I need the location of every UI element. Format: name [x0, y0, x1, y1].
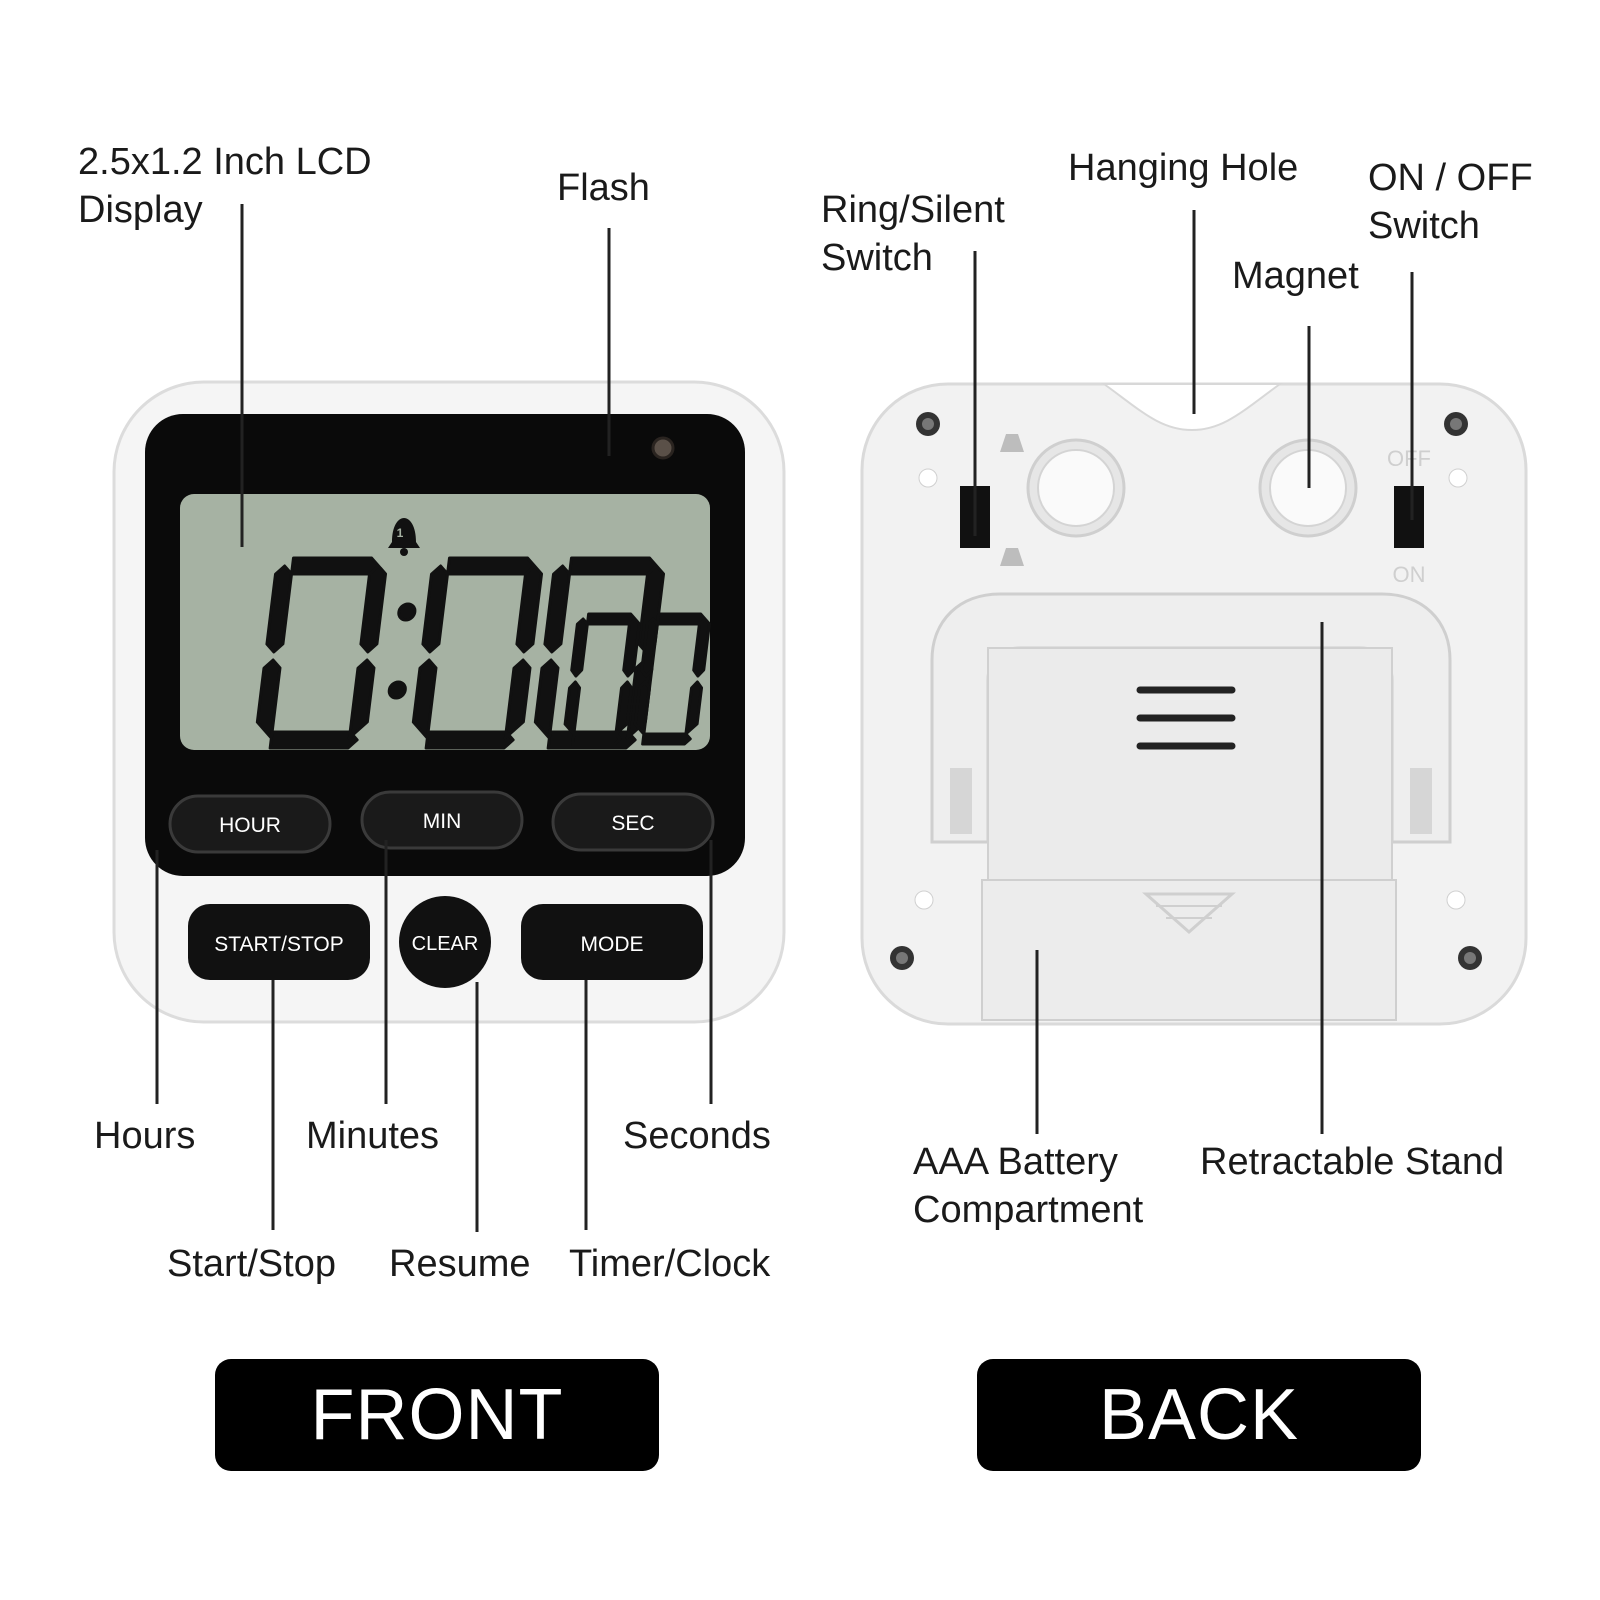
clear-button[interactable]: CLEAR: [399, 896, 491, 988]
svg-text:MIN: MIN: [423, 810, 462, 833]
svg-text:MODE: MODE: [581, 933, 644, 956]
battery-compartment[interactable]: [981, 879, 1397, 1021]
svg-text:CLEAR: CLEAR: [412, 933, 479, 955]
off-mark: OFF: [1387, 446, 1431, 471]
on-mark: ON: [1393, 562, 1426, 587]
callout-magnet: Magnet: [1232, 255, 1359, 297]
mode-button[interactable]: MODE: [521, 904, 703, 980]
retractable-stand[interactable]: [930, 592, 1452, 881]
front-device: 1 HOUR: [112, 380, 786, 1024]
screw-top-right: [1444, 412, 1468, 436]
leader-lines: [155, 204, 1414, 1232]
alarm-bell-icon: [388, 518, 420, 556]
screw-bottom-left: [890, 946, 914, 970]
start-stop-button[interactable]: START/STOP: [188, 904, 370, 980]
sec-button[interactable]: SEC: [551, 792, 715, 852]
callout-ring-silent: Ring/Silent Switch: [821, 189, 1005, 279]
bell-icon: [1000, 434, 1024, 452]
callout-resume: Resume: [389, 1243, 531, 1285]
callout-flash: Flash: [557, 167, 650, 209]
callout-battery: AAA Battery Compartment: [913, 1141, 1144, 1231]
alarm-number: 1: [397, 526, 404, 540]
colon-bottom: [387, 680, 407, 700]
on-off-switch[interactable]: OFF ON: [1387, 446, 1431, 587]
colon-top: [397, 602, 417, 622]
svg-text:START/STOP: START/STOP: [214, 933, 344, 956]
lcd-digits: [255, 556, 711, 750]
flash-led: [651, 436, 675, 460]
digit-hours-0: [255, 556, 388, 750]
digit-seconds-tens: [563, 612, 641, 746]
back-badge: BACK: [977, 1359, 1421, 1471]
svg-text:HOUR: HOUR: [219, 814, 281, 837]
callout-stand: Retractable Stand: [1200, 1141, 1505, 1183]
digit-minutes-tens: [411, 556, 544, 750]
callout-lcd-display: 2.5x1.2 Inch LCD Display: [78, 141, 372, 231]
callout-seconds: Seconds: [623, 1115, 771, 1157]
callout-timer-clock: Timer/Clock: [569, 1243, 771, 1285]
callout-minutes: Minutes: [306, 1115, 440, 1157]
hour-button[interactable]: HOUR: [168, 794, 332, 854]
front-badge: FRONT: [215, 1359, 659, 1471]
callout-start-stop: Start/Stop: [167, 1243, 336, 1285]
callout-hours: Hours: [94, 1115, 196, 1157]
callout-hanging-hole: Hanging Hole: [1068, 147, 1299, 189]
digit-seconds-ones: [633, 612, 711, 746]
back-device: OFF ON: [860, 382, 1528, 1026]
min-button[interactable]: MIN: [360, 790, 524, 850]
screw-top-left: [916, 412, 940, 436]
svg-text:SEC: SEC: [611, 812, 654, 835]
silent-bell-icon: [1000, 548, 1024, 566]
hanging-hole-notch: [1100, 383, 1284, 432]
callout-on-off: ON / OFF Switch: [1368, 157, 1533, 247]
magnet-left: [1026, 438, 1126, 538]
screw-bottom-right: [1458, 946, 1482, 970]
